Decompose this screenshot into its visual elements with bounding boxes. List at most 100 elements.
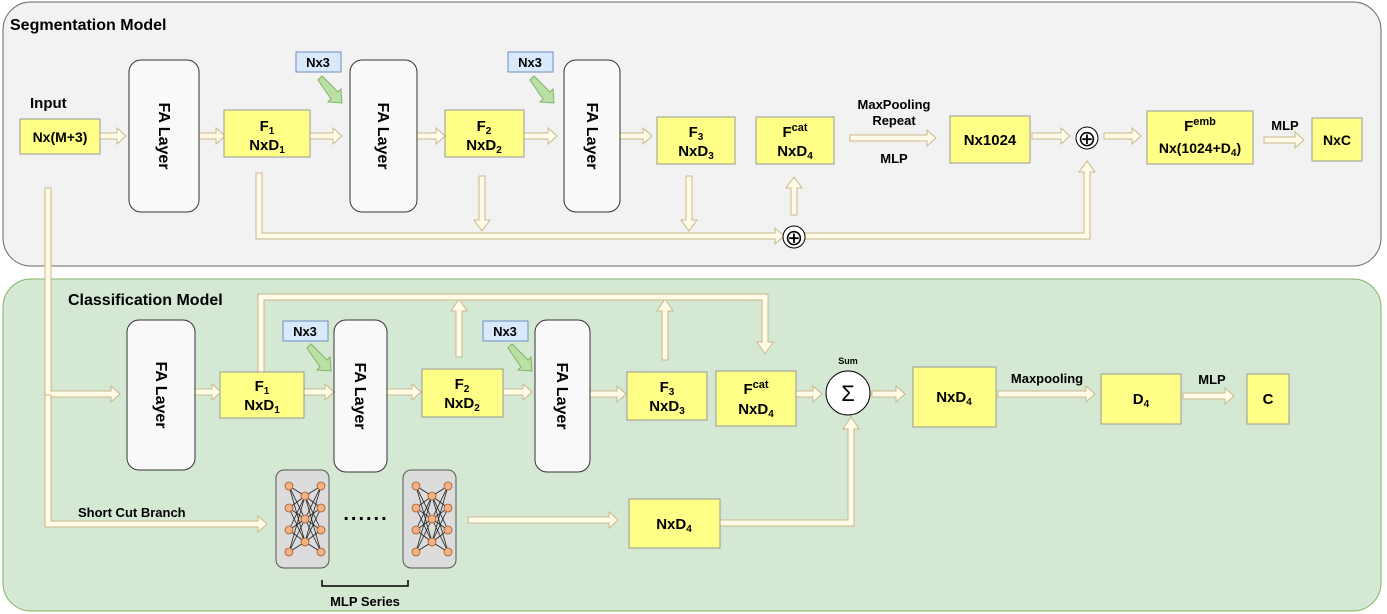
nn-node: [316, 503, 326, 513]
seg-n1024-text: Nx1024: [964, 132, 1017, 149]
nn-node: [427, 537, 437, 547]
green-arrow-cls-1: [306, 343, 332, 372]
seg-femb-name: Femb: [1184, 116, 1216, 135]
connector-shortcut: [44, 394, 268, 534]
cls-fa-layer-2: [333, 319, 388, 473]
arrow-f2-fa3: [523, 126, 558, 146]
seg-f1-dim: NxD1: [249, 137, 285, 156]
cls-nx3-tag-1: [282, 320, 329, 342]
cls-nxd4-short-box: [628, 498, 721, 549]
arrow-fa3-f3: [619, 126, 653, 146]
arrow-plus-to-fcat: [785, 176, 803, 216]
nn-node: [300, 537, 310, 547]
arrow-fa2-f2: [416, 126, 446, 146]
cls-maxpooling-label: Maxpooling: [1011, 371, 1083, 386]
cls-f1-name: F1: [255, 378, 270, 397]
cls-nxd4-short-text: NxD4: [656, 516, 692, 535]
classification-panel: [2, 278, 1382, 612]
seg-f2-box: [444, 109, 525, 158]
seg-plus-right: [1075, 126, 1099, 150]
seg-n1024-box: [949, 115, 1031, 164]
arrow-plus-femb: [1103, 126, 1142, 146]
cls-arrow-fa3-f3: [589, 384, 627, 404]
cls-connector-short-sum: [719, 416, 860, 527]
nn-node: [300, 491, 310, 501]
input-box-text: Nx(M+3): [33, 129, 88, 145]
cls-arrow-f1-fa2: [303, 382, 335, 402]
seg-nx3-tag-1: [295, 51, 342, 73]
nn-node: [316, 481, 326, 491]
arrow-f1-fa2: [309, 126, 343, 146]
cls-arrow-mlp-nxd4: [467, 510, 619, 530]
nn-edge: [304, 495, 322, 553]
segmentation-green-arrows: [317, 75, 555, 104]
nn-edge: [288, 485, 306, 543]
cls-c-box: [1246, 373, 1290, 425]
nn-node: [427, 514, 437, 524]
seg-fcat-box: [755, 116, 835, 165]
arrow-f2-down: [473, 175, 491, 232]
nn-edge: [431, 495, 449, 553]
seg-f3-dim: NxD3: [678, 143, 714, 162]
nn-node: [443, 481, 453, 491]
cls-fa-layer-3-text: FA Layer: [553, 363, 570, 430]
nn-node: [284, 547, 294, 557]
seg-femb-box: [1146, 110, 1254, 165]
cls-f3-dim: NxD3: [649, 398, 685, 417]
seg-f1-name: F1: [260, 118, 275, 137]
mlp-series-brace: [321, 580, 409, 587]
seg-f3-name: F3: [689, 124, 704, 143]
cls-nxd4-main-box: [912, 366, 997, 428]
cls-sum-circle: [825, 370, 871, 416]
cls-f3-box: [626, 371, 708, 421]
nn-edge: [288, 518, 306, 553]
green-arrow-seg-1: [317, 75, 343, 104]
connector-plus-right: [804, 160, 1096, 240]
seg-repeat-label: Repeat: [872, 113, 916, 128]
nn-node: [427, 491, 437, 501]
arrow-f3-down: [680, 175, 698, 232]
cls-connector-f1-top: [257, 293, 774, 373]
cls-sum-symbol: Σ: [841, 381, 855, 406]
seg-mlp-label-a: MLP: [880, 151, 908, 166]
classification-title: Classification Model: [68, 292, 223, 309]
seg-f1-box: [223, 109, 311, 158]
connector-input-down: [44, 187, 121, 404]
seg-plus-right-symbol: ⊕: [1078, 126, 1096, 151]
seg-fa-layer-1-text: FA Layer: [155, 103, 172, 170]
cls-fa-layer-2-text: FA Layer: [351, 363, 368, 430]
seg-nxc-text: NxC: [1323, 132, 1351, 148]
nn-node: [316, 525, 326, 535]
nn-edge: [431, 507, 449, 543]
green-arrow-cls-2: [507, 343, 533, 372]
nn-edge: [288, 495, 306, 531]
nn-node: [411, 525, 421, 535]
cls-arrow-f2-up: [450, 298, 468, 358]
seg-f3-box: [656, 116, 736, 165]
seg-f2-dim: NxD2: [466, 137, 502, 156]
cls-d4-box: [1100, 373, 1182, 425]
seg-maxpool-label: MaxPooling: [858, 97, 931, 112]
nn-node: [411, 481, 421, 491]
cls-arrow-d4-c: [1182, 386, 1235, 406]
nn-node: [284, 481, 294, 491]
seg-fa-layer-3-text: FA Layer: [583, 103, 600, 170]
seg-fa-layer-2: [349, 59, 418, 213]
arrow-femb-nxc: [1263, 130, 1305, 150]
seg-fcat-dim: NxD4: [777, 143, 813, 162]
cls-shortcut-label: Short Cut Branch: [78, 505, 186, 520]
mlp-series-dots: ......: [343, 503, 388, 525]
cls-f1-box: [219, 371, 305, 419]
cls-f1-dim: NxD1: [244, 397, 280, 416]
nn-node: [300, 514, 310, 524]
classification-green-arrows: [306, 343, 533, 372]
seg-nx3-tag-1-text: Nx3: [306, 55, 330, 70]
cls-f2-dim: NxD2: [444, 395, 480, 414]
seg-plus-bottom: [782, 225, 806, 249]
cls-fa-layer-1: [126, 319, 196, 471]
nn-edge: [431, 485, 449, 520]
nn-edge: [304, 485, 322, 520]
nn-node: [443, 525, 453, 535]
seg-femb-dim: Nx(1024+D4): [1159, 140, 1241, 159]
